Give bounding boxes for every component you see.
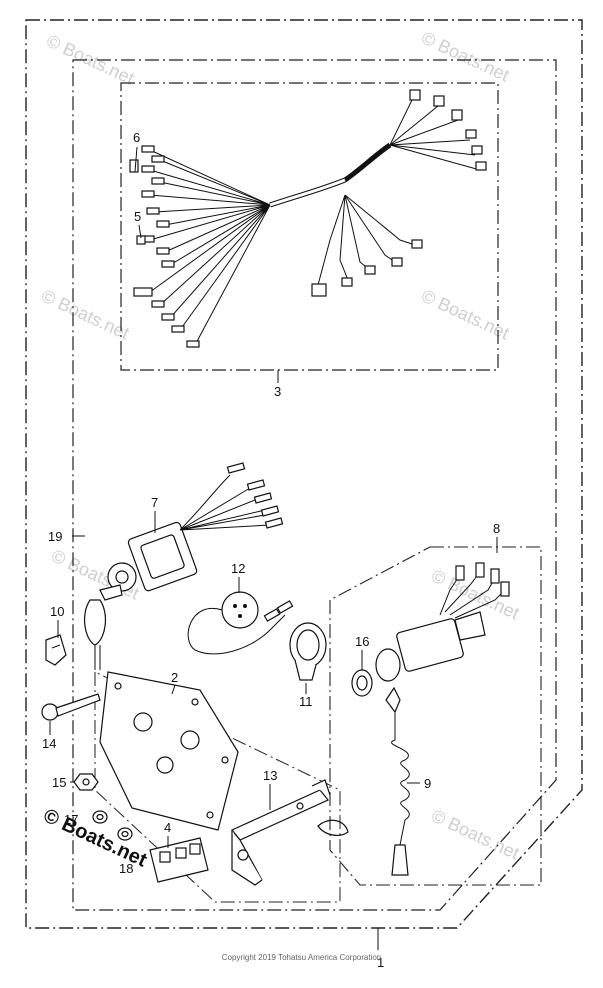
callout-5: 5	[134, 209, 141, 224]
washer-icon	[351, 669, 373, 697]
callout-19: 19	[48, 529, 62, 544]
callout-11: 11	[299, 694, 313, 709]
callout-9: 9	[424, 776, 431, 791]
connector-icon	[149, 837, 209, 883]
nut-icon	[73, 773, 99, 791]
lanyard-icon	[385, 686, 410, 876]
callout-4: 4	[164, 820, 171, 835]
callout-6: 6	[133, 130, 140, 145]
buzzer-icon	[187, 591, 294, 655]
callout-18: 18	[119, 861, 133, 876]
callouts: 1 2 3 4 5 6 7 8 9 10 11 12 13 14 15 16 1…	[42, 130, 500, 970]
ignition-switch-icon	[83, 462, 284, 670]
stop-switch-icon	[375, 562, 510, 682]
callout-14: 14	[42, 736, 56, 751]
watermark: © Boats.net	[38, 285, 132, 343]
clip-icon	[45, 634, 67, 666]
copyright-text: Copyright 2019 Tohatsu America Corporati…	[221, 953, 382, 962]
callout-10: 10	[50, 604, 64, 619]
callout-15: 15	[52, 775, 66, 790]
callout-12: 12	[231, 561, 245, 576]
callout-2: 2	[171, 670, 178, 685]
washers-icon	[92, 810, 133, 841]
clamp-icon	[289, 622, 327, 681]
callout-17: 17	[64, 812, 78, 827]
callout-7: 7	[151, 495, 158, 510]
callout-8: 8	[493, 521, 500, 536]
callout-16: 16	[355, 634, 369, 649]
mounting-plate-icon	[99, 671, 239, 831]
watermark: © Boats.net	[418, 27, 512, 85]
callout-13: 13	[263, 768, 277, 783]
screw-icon	[41, 693, 101, 721]
wire-harness-icon	[129, 89, 487, 348]
callout-1: 1	[377, 955, 384, 970]
callout-3: 3	[274, 384, 281, 399]
leader-lines	[49, 146, 498, 950]
bracket-icon	[231, 779, 349, 886]
assembly-outline	[25, 19, 583, 929]
